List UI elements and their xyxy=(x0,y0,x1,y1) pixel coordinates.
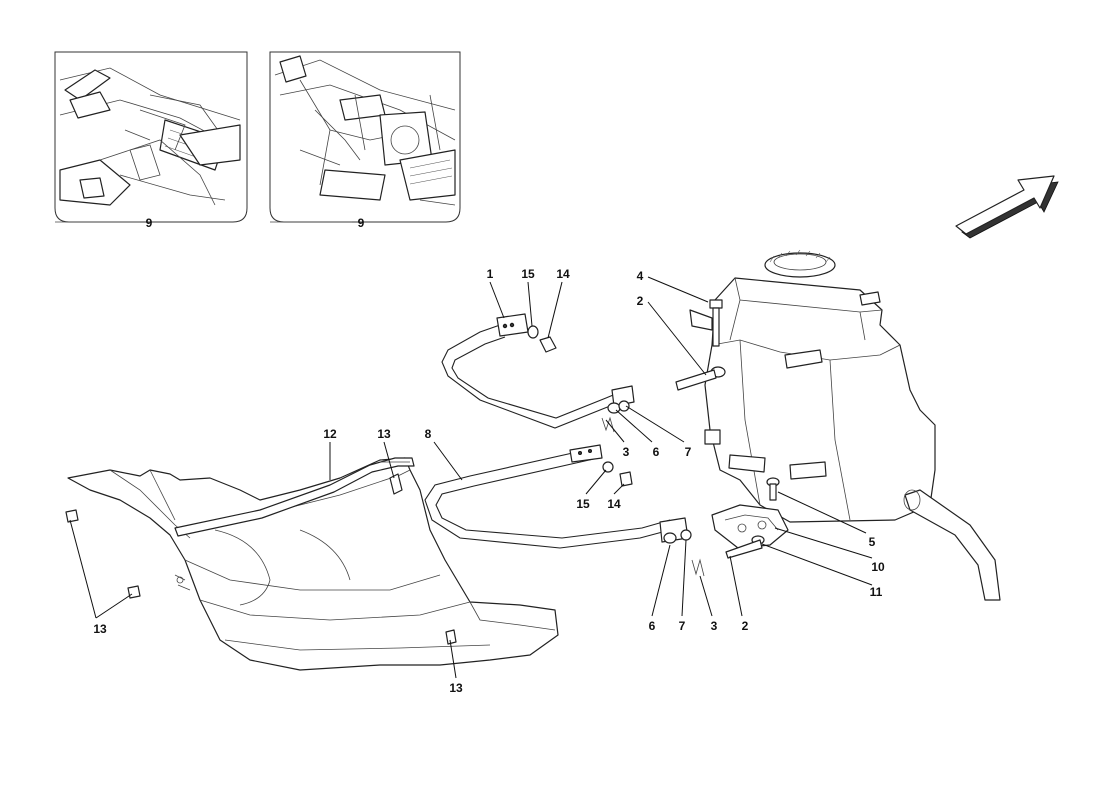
heat-shield-panel xyxy=(67,457,559,671)
callout-7: 7 xyxy=(685,445,692,459)
inset-view-left: 9 xyxy=(54,51,248,230)
callout-6: 6 xyxy=(653,445,660,459)
strap-fasteners-lower xyxy=(663,529,705,577)
inset-view-label: 9 xyxy=(358,216,365,230)
callout-4: 4 xyxy=(637,269,644,283)
inset-view-label: 9 xyxy=(146,216,153,230)
tank-bolt-5 xyxy=(766,477,780,501)
callout-8: 8 xyxy=(425,427,432,441)
heat-shield-strip xyxy=(174,457,415,537)
callout-15: 15 xyxy=(576,497,590,511)
callout-10: 10 xyxy=(871,560,885,574)
strap-fasteners-upper xyxy=(601,400,630,433)
callout-5: 5 xyxy=(869,535,876,549)
callout-2: 2 xyxy=(742,619,749,633)
callout-14: 14 xyxy=(607,497,621,511)
callout-13: 13 xyxy=(93,622,107,636)
callout-1: 1 xyxy=(487,267,494,281)
tank-strap-upper xyxy=(441,313,635,429)
tank-strap-lower xyxy=(424,444,689,549)
inset-view-right: 9 xyxy=(269,51,461,230)
callout-13: 13 xyxy=(377,427,391,441)
callout-13: 13 xyxy=(449,681,463,695)
callout-3: 3 xyxy=(623,445,630,459)
callout-7: 7 xyxy=(679,619,686,633)
callout-2: 2 xyxy=(637,294,644,308)
callout-12: 12 xyxy=(323,427,337,441)
callout-labels: 1 15 14 4 2 12 13 8 3 6 7 15 14 5 10 11 … xyxy=(93,267,885,695)
callout-11: 11 xyxy=(870,585,883,599)
retaining-clips xyxy=(65,473,457,645)
mounting-bracket xyxy=(711,504,789,559)
direction-arrow-icon xyxy=(955,175,1059,239)
tank-bolt-4 xyxy=(689,299,723,347)
callout-14: 14 xyxy=(556,267,570,281)
callout-6: 6 xyxy=(649,619,656,633)
callout-15: 15 xyxy=(521,267,535,281)
leader-lines xyxy=(69,276,873,679)
callout-3: 3 xyxy=(711,619,718,633)
fuel-tank xyxy=(704,249,1001,601)
